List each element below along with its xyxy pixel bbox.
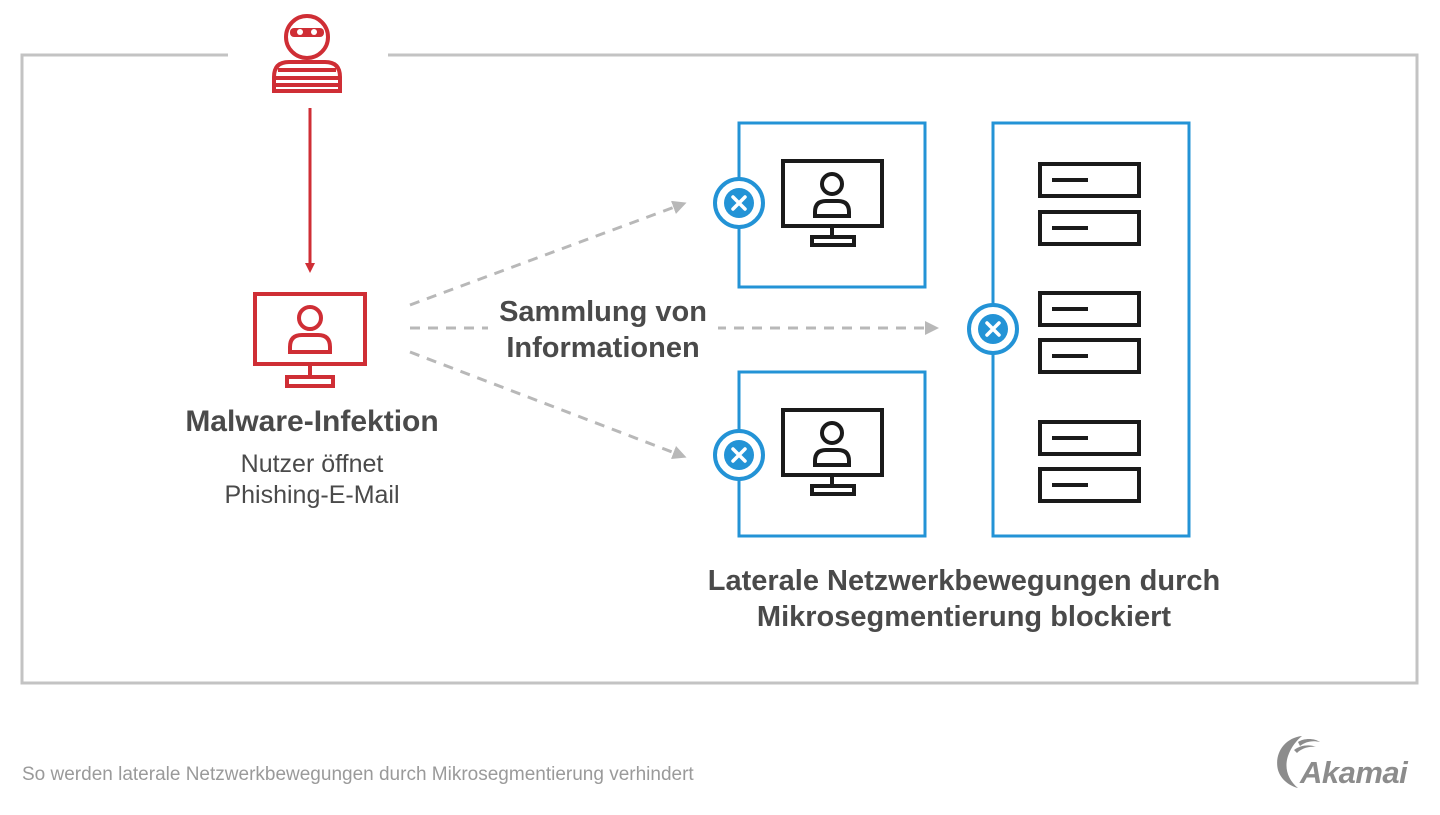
arrow-to-workstation-top <box>409 200 687 307</box>
segment-workstation-bottom <box>713 370 927 538</box>
server-rack-icon <box>1038 420 1141 503</box>
infected-computer-icon <box>253 292 367 388</box>
server-rack-icon <box>1038 291 1141 374</box>
info-gathering-label: Sammlung von Informationen <box>488 294 718 366</box>
outer-frame <box>20 53 1419 685</box>
blocked-x-icon <box>713 429 765 481</box>
blocked-x-icon <box>967 303 1019 355</box>
masked-hacker-icon <box>272 14 342 93</box>
akamai-logo: Akamai <box>1268 728 1428 794</box>
blocked-x-icon <box>713 177 765 229</box>
server-rack-icon <box>1038 162 1141 246</box>
infection-title: Malware-Infektion <box>185 405 439 438</box>
segment-workstation-top <box>713 121 927 289</box>
segment-servers <box>967 121 1191 538</box>
akamai-logo-text: Akamai <box>1300 755 1408 790</box>
lateral-movement-line1: Laterale Netzwerkbewegungen durch <box>707 565 1221 597</box>
lateral-movement-label: Laterale Netzwerkbewegungen durch Mikros… <box>664 563 1264 635</box>
arrow-to-workstation-bottom <box>409 350 687 460</box>
info-gathering-line1: Sammlung von <box>499 296 707 328</box>
figure-caption: So werden laterale Netzwerkbewegungen du… <box>22 764 694 785</box>
lateral-movement-line2: Mikrosegmentierung blockiert <box>756 601 1172 633</box>
info-gathering-line2: Informationen <box>506 332 700 364</box>
infection-subtitle-line2: Phishing-E-Mail <box>224 481 400 509</box>
infection-subtitle: Nutzer öffnet Phishing-E-Mail <box>162 449 462 511</box>
computer-user-icon <box>781 159 884 247</box>
akamai-swoosh-icon <box>1277 736 1320 788</box>
computer-user-icon <box>781 408 884 496</box>
infection-subtitle-line1: Nutzer öffnet <box>240 450 384 478</box>
